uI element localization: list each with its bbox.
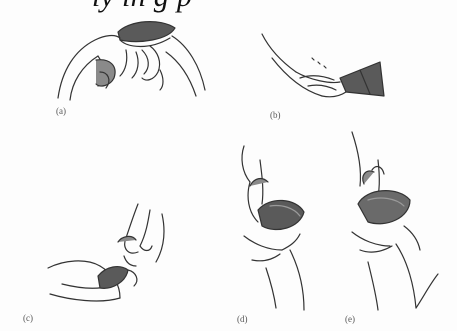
panel-label-a: (a) xyxy=(56,106,66,116)
panel-d-illustration xyxy=(242,146,304,310)
panel-label-b: (b) xyxy=(270,110,281,120)
panel-a-illustration xyxy=(58,22,205,100)
panel-label-e: (e) xyxy=(345,314,355,324)
panel-e-illustration xyxy=(352,132,438,310)
panel-c-illustration xyxy=(48,204,164,301)
panel-label-c: (c) xyxy=(23,313,33,323)
panel-b-illustration xyxy=(262,34,384,97)
panel-label-d: (d) xyxy=(237,314,248,324)
